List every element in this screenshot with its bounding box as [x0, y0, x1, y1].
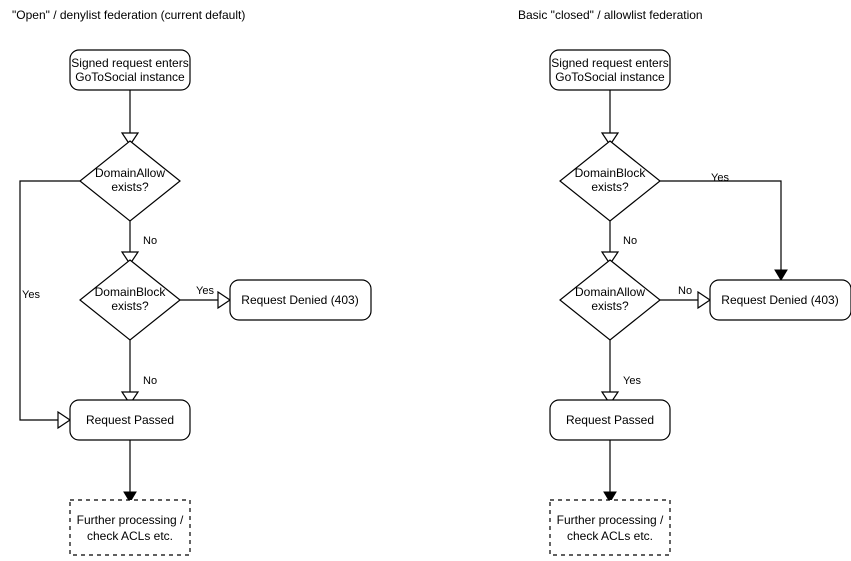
node-further-processing-right-label-line1: Further processing / [557, 513, 664, 527]
node-decision-domainallow-right[interactable]: DomainAllow exists? [559, 259, 661, 341]
diagram-title-left: "Open" / denylist federation (current de… [12, 8, 245, 22]
diagram-closed-allowlist: Basic "closed" / allowlist federation Si… [518, 8, 851, 556]
node-start-right-label-line2: GoToSocial instance [555, 70, 665, 84]
arrowhead-open-icon [217, 290, 232, 310]
edge-label-domainallow-yes-left: Yes [22, 289, 40, 301]
edge-domainallow-no-to-denied-right: No [660, 285, 712, 310]
edge-label-domainallow-no-right: No [678, 285, 692, 297]
node-request-denied-left-shape[interactable] [229, 279, 372, 321]
arrowhead-filled-icon [774, 269, 788, 281]
node-start-right[interactable]: Signed request enters GoToSocial instanc… [549, 49, 671, 91]
arrowhead-open-icon [120, 391, 140, 406]
node-request-denied-right-shape[interactable] [709, 279, 851, 321]
edge-passed-to-further-right [603, 440, 617, 503]
edge-domainblock-no-to-passed-left: No [120, 340, 157, 406]
node-start-left-label-line1: Signed request enters [71, 56, 188, 70]
node-decision-domainallow-right-label-line1: DomainAllow [575, 285, 645, 299]
node-decision-domainallow-left-label-line1: DomainAllow [95, 166, 165, 180]
arrowhead-open-icon [697, 290, 712, 310]
node-further-processing-right[interactable]: Further processing / check ACLs etc. [549, 499, 671, 556]
node-decision-domainblock-left[interactable]: DomainBlock exists? [79, 259, 181, 341]
node-decision-domainallow-left-label-line2: exists? [111, 180, 149, 194]
edge-label-domainblock-no-left: No [143, 375, 157, 387]
edge-label-domainallow-no-left: No [143, 235, 157, 247]
arrowhead-open-icon [120, 251, 140, 266]
node-start-left[interactable]: Signed request enters GoToSocial instanc… [69, 49, 191, 91]
arrowhead-filled-icon [603, 491, 617, 503]
arrowhead-open-icon [600, 251, 620, 266]
arrowhead-filled-icon [123, 491, 137, 503]
arrowhead-open-icon [120, 132, 140, 147]
edge-start-to-decision1-left [120, 90, 140, 147]
edge-label-domainblock-yes-left: Yes [196, 285, 214, 297]
edge-domainblock-no-to-domainallow-right: No [600, 221, 637, 266]
arrowhead-open-icon [600, 132, 620, 147]
node-request-passed-right-label: Request Passed [566, 413, 654, 427]
node-request-passed-right[interactable]: Request Passed [549, 399, 671, 441]
edge-start-to-decision1-right [600, 90, 620, 147]
node-decision-domainblock-left-label-line1: DomainBlock [95, 285, 167, 299]
diagram-open-denylist: "Open" / denylist federation (current de… [12, 8, 372, 556]
edge-label-domainblock-no-right: No [623, 235, 637, 247]
edge-domainblock-yes-to-denied-right: Yes [660, 172, 788, 281]
edge-domainallow-no-to-domainblock-left: No [120, 221, 157, 266]
edge-label-domainblock-yes-right: Yes [711, 172, 729, 184]
edge-domainallow-yes-to-passed-right: Yes [600, 340, 641, 406]
diagram-title-right: Basic "closed" / allowlist federation [518, 8, 703, 22]
node-decision-domainblock-left-label-line2: exists? [111, 299, 149, 313]
node-decision-domainblock-right-label-line1: DomainBlock [575, 166, 647, 180]
node-further-processing-right-label-line2: check ACLs etc. [567, 529, 653, 543]
edge-line [19, 180, 80, 421]
node-further-processing-left-label-line2: check ACLs etc. [87, 529, 173, 543]
edge-label-domainallow-yes-right: Yes [623, 375, 641, 387]
node-request-passed-left-label: Request Passed [86, 413, 174, 427]
edge-domainblock-yes-to-denied-left: Yes [180, 285, 232, 310]
node-further-processing-right-shape[interactable] [549, 499, 671, 556]
node-decision-domainblock-right-label-line2: exists? [591, 180, 629, 194]
edge-passed-to-further-left [123, 440, 137, 503]
node-request-denied-right[interactable]: Request Denied (403) [709, 279, 851, 321]
edge-line [660, 180, 782, 272]
node-request-denied-left[interactable]: Request Denied (403) [229, 279, 372, 321]
node-request-denied-right-label: Request Denied (403) [721, 293, 838, 307]
arrowhead-open-icon [57, 410, 72, 430]
node-further-processing-left[interactable]: Further processing / check ACLs etc. [69, 499, 191, 556]
node-further-processing-left-label-line1: Further processing / [77, 513, 184, 527]
node-request-passed-left[interactable]: Request Passed [69, 399, 191, 441]
node-further-processing-left-shape[interactable] [69, 499, 191, 556]
node-decision-domainallow-left[interactable]: DomainAllow exists? [79, 140, 181, 222]
node-decision-domainblock-right[interactable]: DomainBlock exists? [559, 140, 661, 222]
node-start-left-label-line2: GoToSocial instance [75, 70, 185, 84]
arrowhead-open-icon [600, 391, 620, 406]
node-start-right-label-line1: Signed request enters [551, 56, 668, 70]
edge-domainallow-yes-to-passed-left: Yes [19, 180, 80, 430]
node-request-denied-left-label: Request Denied (403) [241, 293, 358, 307]
node-decision-domainallow-right-label-line2: exists? [591, 299, 629, 313]
